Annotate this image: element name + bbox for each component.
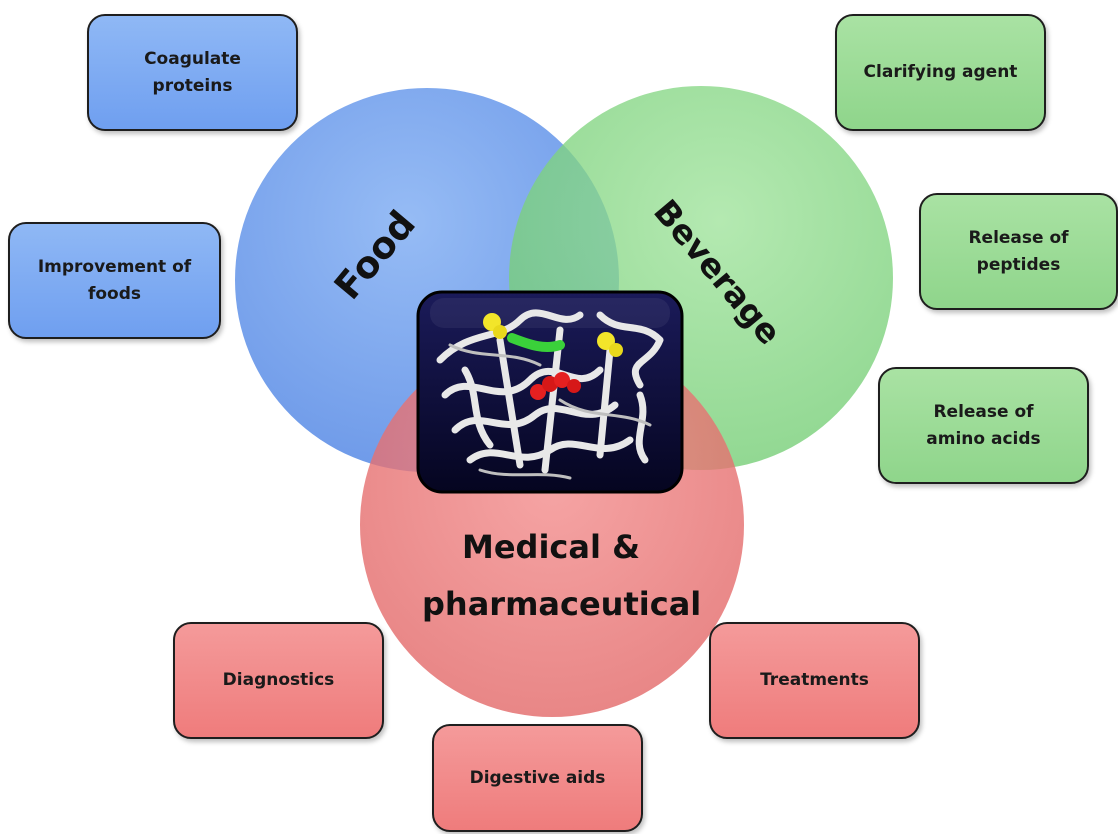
box-diagnostics: Diagnostics xyxy=(173,622,384,739)
box-diagnostics-text: Diagnostics xyxy=(222,670,335,690)
box-peptides-text: Release of peptides xyxy=(968,227,1069,275)
box-coagulate-text: Coagulate proteins xyxy=(144,48,241,96)
box-treatments-text: Treatments xyxy=(760,670,869,690)
box-clarifying-agent: Clarifying agent xyxy=(835,14,1046,131)
box-digestive-aids: Digestive aids xyxy=(432,724,643,832)
protein-structure-image xyxy=(416,290,684,494)
box-digestive-text: Digestive aids xyxy=(469,767,606,788)
box-release-of-peptides: Release of peptides xyxy=(919,193,1118,310)
box-improvement-of-foods: Improvement of foods xyxy=(8,222,221,339)
box-amino-text: Release of amino acids xyxy=(926,401,1041,449)
box-clarifying-text: Clarifying agent xyxy=(863,62,1018,82)
box-treatments: Treatments xyxy=(709,622,920,739)
medical-label-line2: pharmaceutical xyxy=(422,585,702,623)
box-coagulate-proteins: Coagulate proteins xyxy=(87,14,298,131)
medical-label-line1: Medical & xyxy=(462,528,640,566)
box-release-of-amino-acids: Release of amino acids xyxy=(878,367,1089,484)
box-improvement-text: Improvement of foods xyxy=(37,256,192,304)
